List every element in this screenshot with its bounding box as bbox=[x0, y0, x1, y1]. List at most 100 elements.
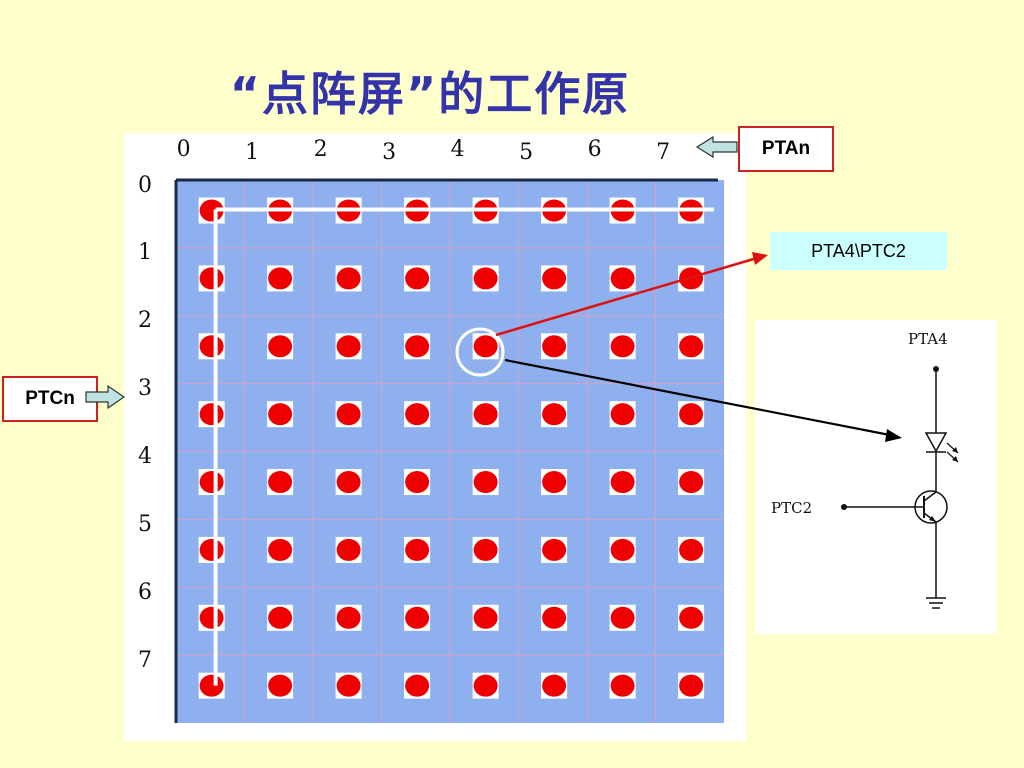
slide-title: “点阵屏”的工作原 bbox=[229, 67, 631, 121]
led-cell bbox=[404, 333, 431, 360]
led-cell bbox=[472, 401, 499, 428]
led-cell bbox=[267, 265, 294, 292]
led-cell bbox=[404, 469, 431, 496]
led-dot bbox=[199, 674, 224, 697]
led-dot bbox=[679, 538, 704, 561]
led-dot bbox=[542, 606, 567, 629]
led-cell bbox=[198, 401, 225, 428]
row-label: 2 bbox=[138, 308, 152, 334]
led-dot bbox=[199, 335, 224, 358]
led-cell bbox=[541, 333, 568, 360]
row-label: 5 bbox=[138, 511, 152, 537]
column-label: 3 bbox=[382, 140, 397, 165]
led-cell bbox=[472, 536, 499, 563]
led-cell bbox=[678, 401, 705, 428]
led-driver-circuit: PTA4 PTC2 bbox=[755, 320, 997, 634]
led-dot bbox=[336, 267, 361, 290]
led-cell bbox=[541, 672, 568, 699]
circuit-pta4-label: PTA4 bbox=[908, 330, 948, 348]
led-cell bbox=[335, 604, 362, 631]
led-dot bbox=[679, 606, 704, 629]
led-dot bbox=[473, 267, 498, 290]
led-cell bbox=[472, 604, 499, 631]
led-dot bbox=[542, 403, 567, 426]
led-dot bbox=[405, 606, 430, 629]
row-label: 0 bbox=[138, 172, 152, 198]
row-label: 3 bbox=[138, 376, 152, 402]
led-cell bbox=[472, 672, 499, 699]
led-cell bbox=[198, 604, 225, 631]
led-dot bbox=[405, 403, 430, 426]
led-cell bbox=[198, 469, 225, 496]
led-cell bbox=[678, 265, 705, 292]
led-cell bbox=[678, 333, 705, 360]
led-dot bbox=[473, 538, 498, 561]
led-dot bbox=[336, 538, 361, 561]
column-label: 0 bbox=[176, 137, 191, 162]
led-cell bbox=[198, 333, 225, 360]
led-cell bbox=[609, 401, 636, 428]
led-cell bbox=[267, 333, 294, 360]
led-dot bbox=[336, 606, 361, 629]
led-cell bbox=[472, 333, 499, 360]
led-dot bbox=[268, 471, 293, 494]
led-cell bbox=[198, 536, 225, 563]
led-dot bbox=[405, 471, 430, 494]
led-dot bbox=[679, 403, 704, 426]
led-dot bbox=[336, 674, 361, 697]
led-dot bbox=[336, 335, 361, 358]
led-cell bbox=[335, 401, 362, 428]
led-cell bbox=[198, 672, 225, 699]
led-dot bbox=[610, 538, 635, 561]
led-dot bbox=[542, 538, 567, 561]
led-cell bbox=[541, 604, 568, 631]
led-dot bbox=[679, 674, 704, 697]
led-cell bbox=[541, 469, 568, 496]
led-cell bbox=[404, 604, 431, 631]
led-dot bbox=[473, 674, 498, 697]
led-cell bbox=[404, 536, 431, 563]
led-dot bbox=[610, 674, 635, 697]
column-label: 6 bbox=[587, 137, 602, 162]
led-cell bbox=[267, 604, 294, 631]
led-cell bbox=[609, 536, 636, 563]
led-dot bbox=[542, 674, 567, 697]
led-cell bbox=[335, 672, 362, 699]
pta-port-label: PTAn bbox=[738, 126, 834, 172]
column-label: 5 bbox=[519, 140, 534, 165]
led-dot bbox=[268, 403, 293, 426]
led-dot bbox=[542, 335, 567, 358]
led-dot bbox=[542, 267, 567, 290]
led-dot bbox=[679, 267, 704, 290]
led-cell bbox=[472, 265, 499, 292]
led-cell bbox=[541, 265, 568, 292]
led-cell bbox=[335, 265, 362, 292]
led-cell bbox=[609, 672, 636, 699]
led-dot bbox=[679, 471, 704, 494]
led-dot bbox=[405, 335, 430, 358]
led-cell bbox=[678, 469, 705, 496]
led-cell bbox=[267, 672, 294, 699]
led-cell bbox=[335, 536, 362, 563]
led-diode-icon bbox=[924, 432, 959, 463]
ground-icon bbox=[926, 597, 946, 609]
led-cell bbox=[541, 401, 568, 428]
circuit-schematic bbox=[841, 366, 959, 609]
pta4-ptc2-callout: PTA4\PTC2 bbox=[770, 232, 947, 270]
row-label: 4 bbox=[138, 444, 152, 470]
led-dot bbox=[199, 267, 224, 290]
ptc-port-label: PTCn bbox=[2, 376, 98, 422]
row-label: 7 bbox=[138, 647, 152, 673]
led-dot bbox=[473, 335, 498, 358]
led-dot bbox=[610, 403, 635, 426]
led-dot bbox=[268, 674, 293, 697]
led-cell bbox=[404, 401, 431, 428]
led-cell bbox=[472, 469, 499, 496]
led-dot bbox=[542, 471, 567, 494]
led-dot bbox=[199, 403, 224, 426]
led-cell bbox=[609, 469, 636, 496]
led-cell bbox=[335, 469, 362, 496]
led-dot bbox=[610, 267, 635, 290]
led-cell bbox=[198, 265, 225, 292]
